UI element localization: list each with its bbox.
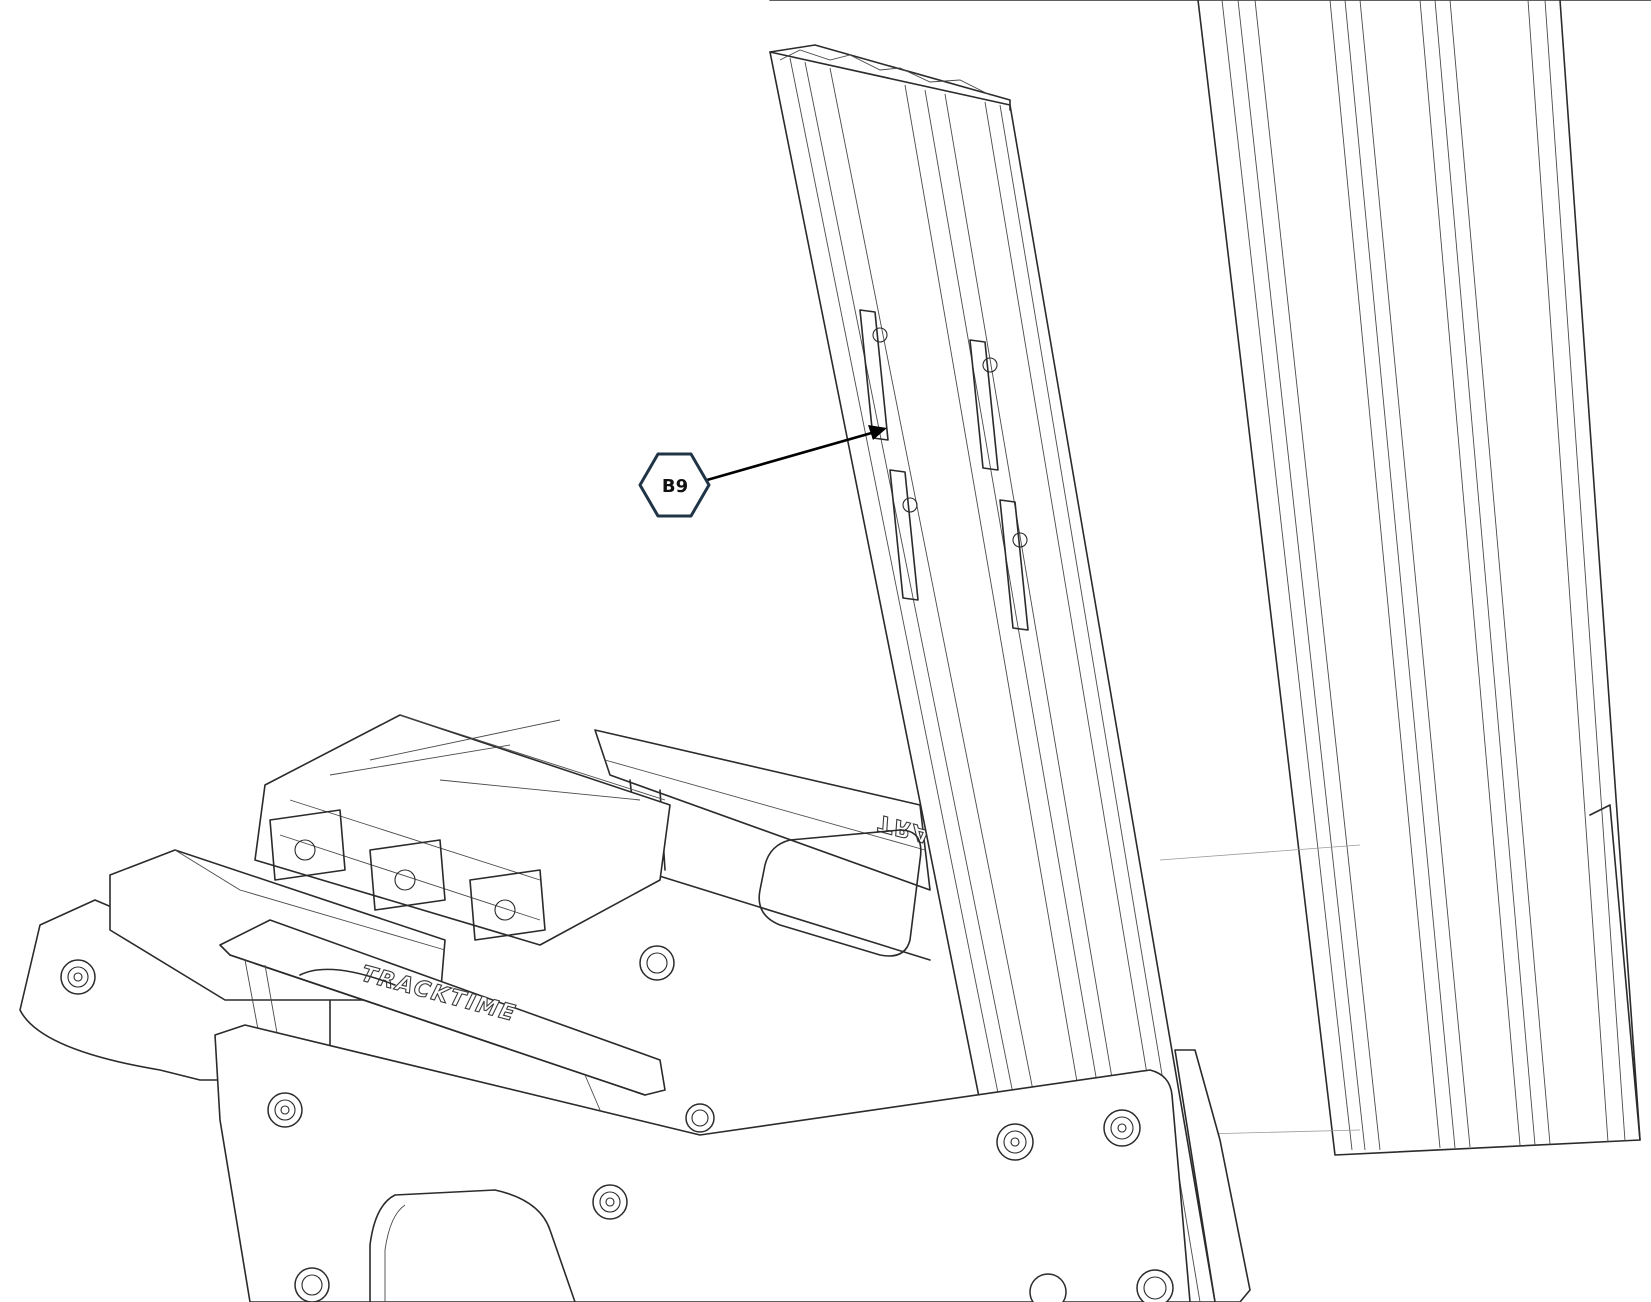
right-bracket-edge bbox=[1174, 1049, 1251, 1302]
front-base-plate bbox=[214, 1024, 1191, 1302]
base-screw-6 bbox=[1029, 1273, 1067, 1302]
base-plate-cutout bbox=[369, 1189, 576, 1302]
rear-upright-extrusion bbox=[1159, 0, 1641, 1156]
callout-b9: B9 bbox=[638, 425, 887, 518]
left-plate-screw bbox=[60, 959, 96, 995]
callout-hexagon bbox=[638, 452, 711, 518]
horizontal-extrusion-3x bbox=[254, 714, 671, 946]
base-screw-7 bbox=[1136, 1269, 1174, 1302]
callout-label: B9 bbox=[662, 476, 688, 497]
logo-swoosh bbox=[299, 968, 396, 986]
callout-arrowhead bbox=[868, 425, 887, 440]
base-screw-2 bbox=[592, 1184, 628, 1220]
mid-bolt-upper bbox=[639, 945, 675, 981]
base-screw-4 bbox=[1103, 1109, 1141, 1147]
rear-plate-cutout bbox=[758, 829, 922, 957]
mid-bolt-lower bbox=[685, 1103, 715, 1133]
base-screw-3 bbox=[996, 1123, 1034, 1161]
base-screw-1 bbox=[267, 1092, 303, 1128]
base-screw-5 bbox=[294, 1267, 330, 1302]
callout-leader-line bbox=[706, 430, 876, 482]
